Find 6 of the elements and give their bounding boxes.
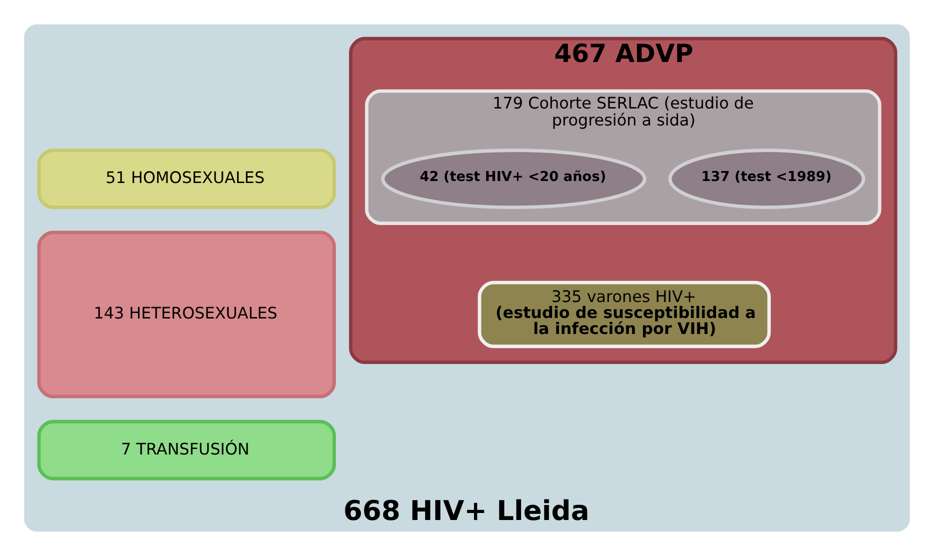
node-box: 143 HETEROSEXUALES (37, 230, 336, 398)
node-box: 51 HOMOSEXUALES (37, 148, 336, 210)
node-ellipse: 42 (test HIV+ <20 años) (381, 148, 646, 210)
node-box: 7 TRANSFUSIÓN (37, 420, 336, 480)
node-ellipse: 137 (test <1989) (668, 148, 866, 210)
node-box: 335 varones HIV+ (estudio de susceptibilidad a la infección por VIH) (478, 280, 771, 348)
